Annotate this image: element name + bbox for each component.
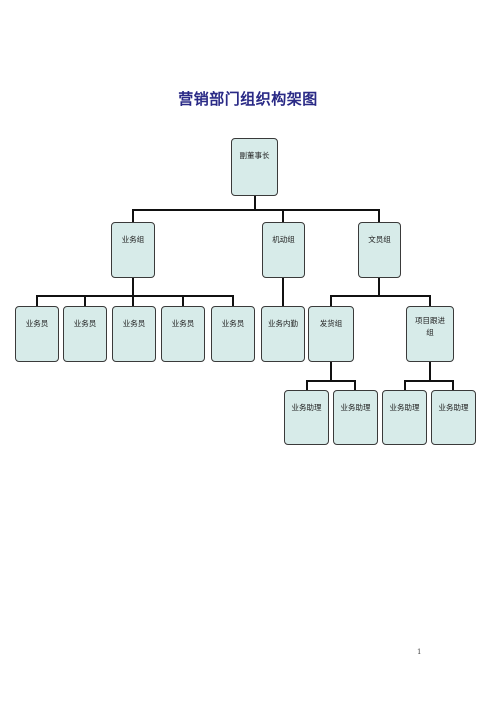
node-mobile-group: 机动组 [262,222,305,278]
node-clerk-group: 文员组 [358,222,401,278]
node-sales-group: 业务组 [111,222,155,278]
node-salesperson-3: 业务员 [112,306,156,362]
page-number: 1 [417,648,422,656]
node-sales-internal: 业务内勤 [261,306,305,362]
chart-title: 营销部门组织构架图 [178,90,318,108]
node-assistant-2: 业务助理 [333,390,378,445]
node-vice-chairman: 副董事长 [231,138,278,196]
node-salesperson-1: 业务员 [15,306,59,362]
node-assistant-3: 业务助理 [382,390,427,445]
node-salesperson-2: 业务员 [63,306,107,362]
node-assistant-4: 业务助理 [431,390,476,445]
node-salesperson-4: 业务员 [161,306,205,362]
node-project-follow-group: 项目跟进组 [406,306,454,362]
node-shipping-group: 发货组 [308,306,354,362]
node-salesperson-5: 业务员 [211,306,255,362]
node-assistant-1: 业务助理 [284,390,329,445]
